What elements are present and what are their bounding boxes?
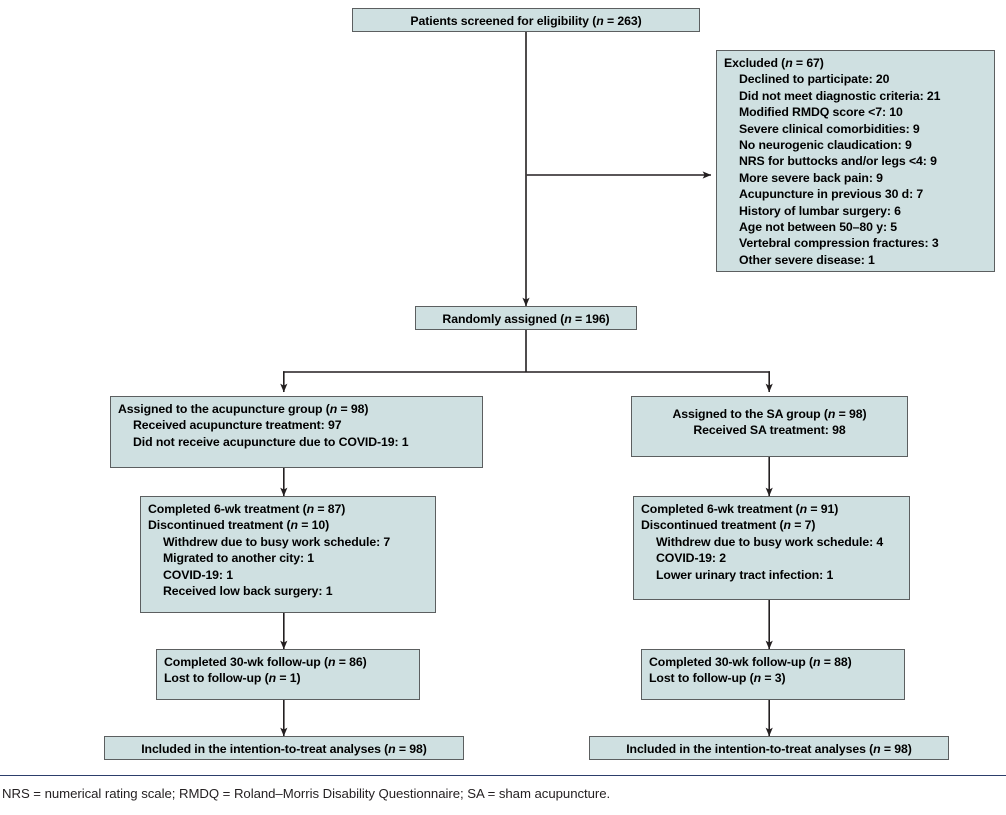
- node-acupuncture-treatment: Completed 6-wk treatment (n = 87) Discon…: [140, 496, 436, 613]
- node-sa-treatment-detail: Lower urinary tract infection: 1: [656, 567, 834, 582]
- node-acupuncture-treatment-subheading: Discontinued treatment (n = 10): [148, 518, 330, 533]
- node-excluded-reason: NRS for buttocks and/or legs <4: 9: [739, 154, 937, 169]
- node-sa-treatment-detail: COVID-19: 2: [656, 551, 726, 566]
- node-randomly-assigned: Randomly assigned (n = 196): [415, 306, 637, 330]
- node-sa-treatment-heading: Completed 6-wk treatment (n = 91): [641, 502, 839, 516]
- node-excluded-reason: History of lumbar surgery: 6: [739, 203, 901, 218]
- node-acupuncture-assigned-detail: Did not receive acupuncture due to COVID…: [133, 434, 409, 449]
- node-acupuncture-itt: Included in the intention-to-treat analy…: [104, 736, 464, 760]
- node-sa-itt: Included in the intention-to-treat analy…: [589, 736, 949, 760]
- node-sa-itt-line: Included in the intention-to-treat analy…: [626, 742, 912, 756]
- node-acupuncture-treatment-detail: Received low back surgery: 1: [163, 584, 333, 599]
- node-excluded-reason: More severe back pain: 9: [739, 170, 883, 185]
- node-sa-treatment-subheading: Discontinued treatment (n = 7): [641, 518, 816, 533]
- footnote-abbreviations: NRS = numerical rating scale; RMDQ = Rol…: [2, 786, 611, 801]
- node-patients-screened: Patients screened for eligibility (n = 2…: [352, 8, 700, 32]
- node-acupuncture-assigned-detail: Received acupuncture treatment: 97: [133, 418, 342, 433]
- node-sa-followup-heading: Completed 30-wk follow-up (n = 88): [649, 655, 852, 669]
- node-acupuncture-followup-subheading: Lost to follow-up (n = 1): [164, 671, 301, 686]
- node-excluded-reason: Severe clinical comorbidities: 9: [739, 121, 920, 136]
- node-acupuncture-assigned-heading: Assigned to the acupuncture group (n = 9…: [118, 402, 369, 416]
- node-sa-followup-subheading: Lost to follow-up (n = 3): [649, 671, 786, 686]
- node-acupuncture-treatment-detail: COVID-19: 1: [163, 567, 233, 582]
- node-randomly-assigned-line: Randomly assigned (n = 196): [442, 312, 610, 326]
- node-sa-treatment: Completed 6-wk treatment (n = 91) Discon…: [633, 496, 910, 600]
- node-excluded-reason: No neurogenic claudication: 9: [739, 138, 912, 153]
- footnote-divider: [0, 775, 1006, 776]
- node-excluded-reason: Other severe disease: 1: [739, 252, 875, 267]
- node-sa-treatment-detail: Withdrew due to busy work schedule: 4: [656, 534, 884, 549]
- node-excluded-reason: Declined to participate: 20: [739, 72, 890, 87]
- node-sa-assigned-heading: Assigned to the SA group (n = 98): [672, 407, 867, 421]
- node-acupuncture-assigned: Assigned to the acupuncture group (n = 9…: [110, 396, 483, 468]
- node-acupuncture-treatment-detail: Withdrew due to busy work schedule: 7: [163, 534, 391, 549]
- node-excluded-reason: Acupuncture in previous 30 d: 7: [739, 187, 924, 202]
- node-patients-screened-line: Patients screened for eligibility (n = 2…: [410, 14, 642, 28]
- node-acupuncture-itt-line: Included in the intention-to-treat analy…: [141, 742, 427, 756]
- node-sa-assigned: Assigned to the SA group (n = 98) Receiv…: [631, 396, 908, 457]
- node-excluded-reason: Age not between 50–80 y: 5: [739, 220, 897, 235]
- node-excluded-heading: Excluded (n = 67): [724, 56, 824, 70]
- node-excluded-reason: Did not meet diagnostic criteria: 21: [739, 88, 941, 103]
- node-acupuncture-followup: Completed 30-wk follow-up (n = 86) Lost …: [156, 649, 420, 700]
- node-excluded-reason: Modified RMDQ score <7: 10: [739, 105, 903, 120]
- node-excluded-reason: Vertebral compression fractures: 3: [739, 236, 939, 251]
- node-sa-followup: Completed 30-wk follow-up (n = 88) Lost …: [641, 649, 905, 700]
- node-acupuncture-followup-heading: Completed 30-wk follow-up (n = 86): [164, 655, 367, 669]
- node-acupuncture-treatment-heading: Completed 6-wk treatment (n = 87): [148, 502, 346, 516]
- node-sa-assigned-detail: Received SA treatment: 98: [693, 423, 846, 438]
- node-excluded: Excluded (n = 67) Declined to participat…: [716, 50, 995, 272]
- node-acupuncture-treatment-detail: Migrated to another city: 1: [163, 551, 315, 566]
